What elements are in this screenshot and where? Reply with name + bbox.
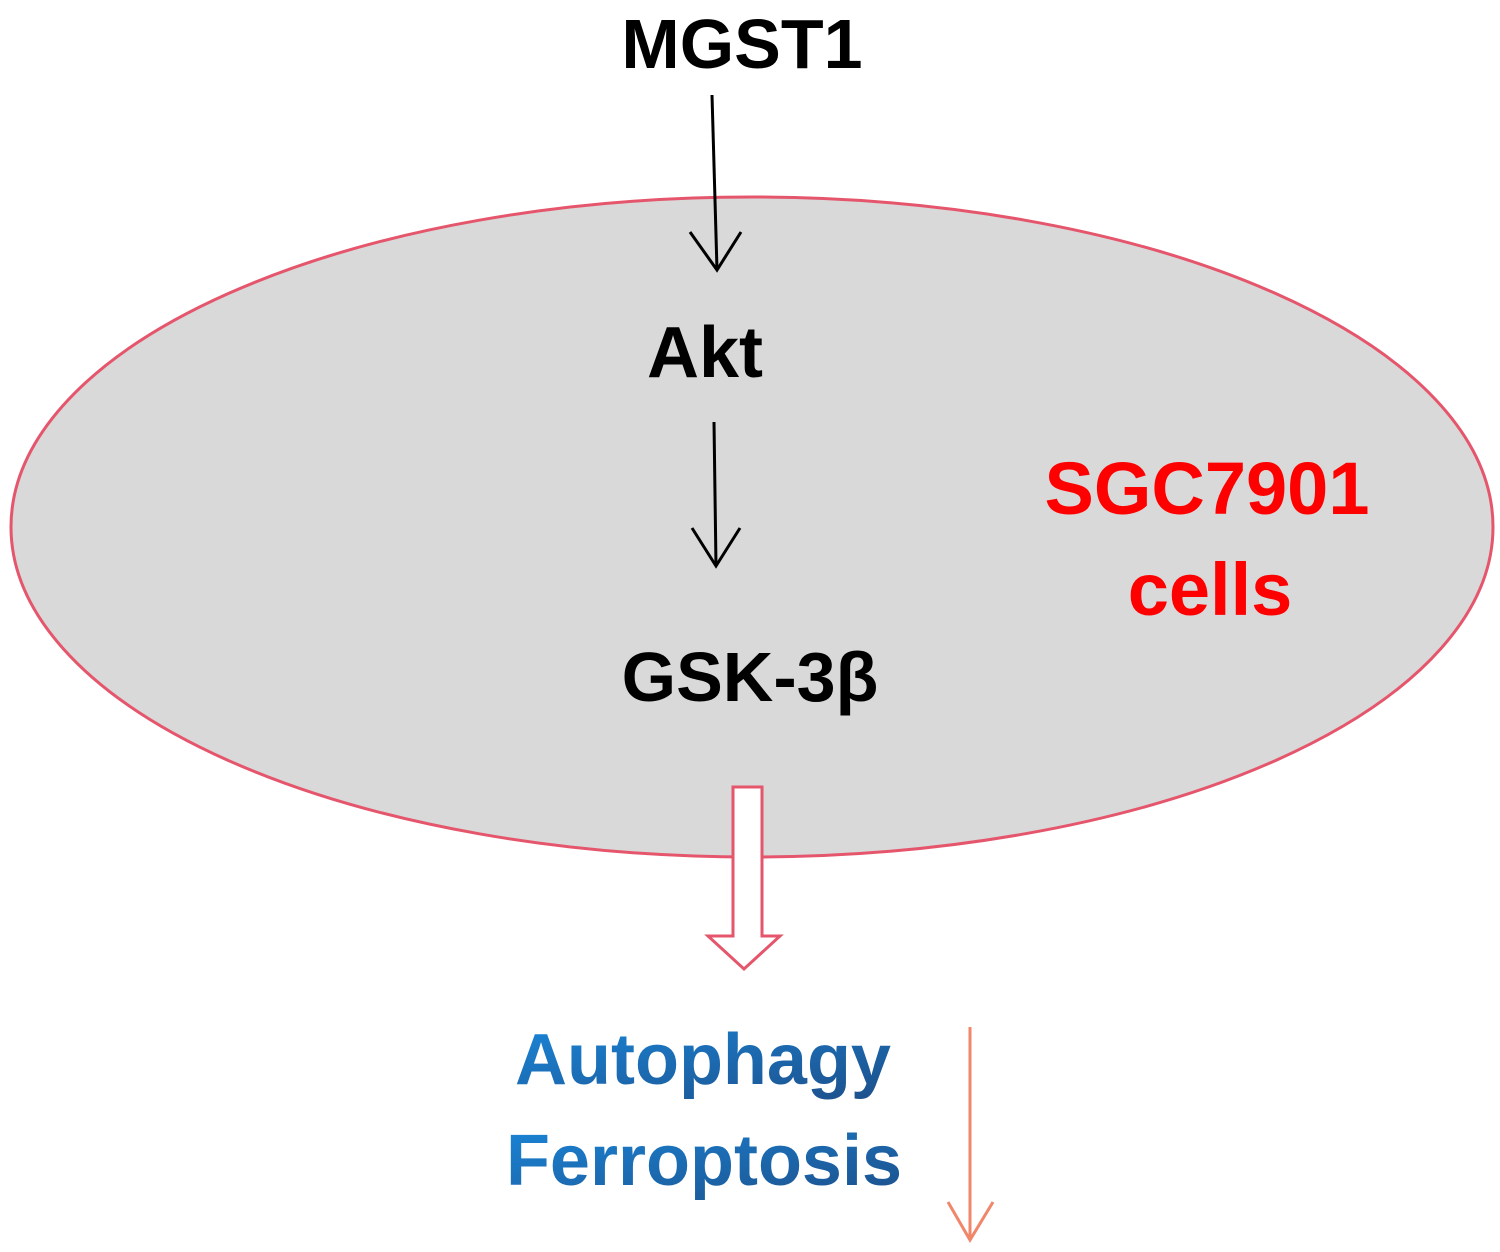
cell-line-label: SGC7901 <box>1045 447 1370 530</box>
cells-label: cells <box>1128 548 1293 631</box>
gsk3b-label: GSK-3β <box>622 638 879 716</box>
activation-arrow-1 <box>688 94 743 273</box>
mgst1-label: MGST1 <box>621 5 862 83</box>
hollow-block-arrow <box>704 785 784 972</box>
akt-label: Akt <box>647 313 763 393</box>
decrease-arrow <box>946 1027 995 1243</box>
activation-arrow-2 <box>690 421 742 569</box>
ferroptosis-label: Ferroptosis <box>506 1121 902 1201</box>
autophagy-label: Autophagy <box>515 1020 891 1100</box>
